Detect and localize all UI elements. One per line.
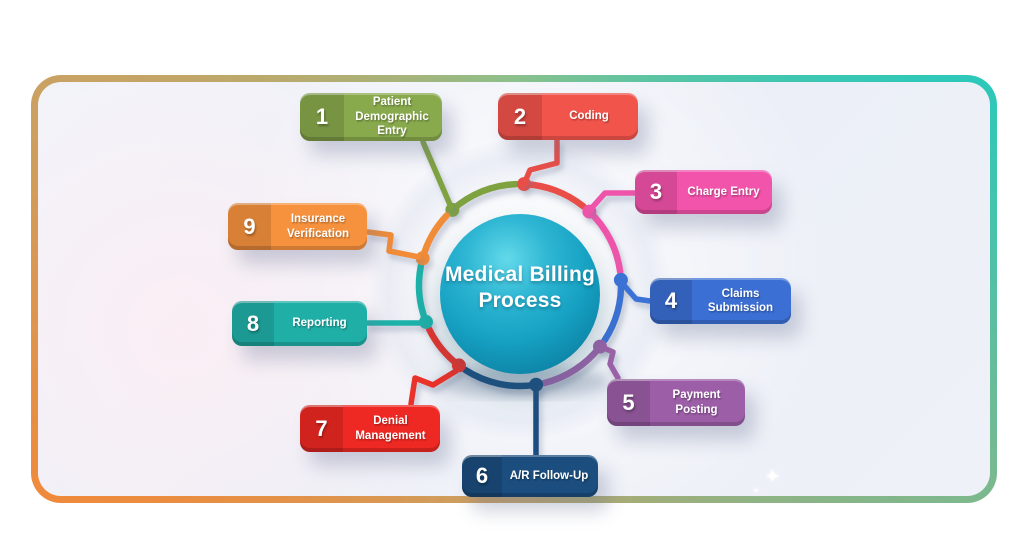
step-box-9: 9 Insurance Verification [228, 203, 367, 250]
step-number-strip: 1 [300, 93, 344, 141]
step-number-strip: 8 [232, 301, 274, 346]
connector-line-3 [586, 190, 639, 214]
step-box-3: 3 Charge Entry [635, 170, 772, 214]
step-number: 1 [315, 104, 329, 129]
step-box-6: 6 A/R Follow-Up [462, 455, 598, 497]
step-number-strip: 7 [300, 405, 343, 452]
step-number: 4 [664, 288, 678, 313]
connector-line-1 [420, 139, 454, 210]
step-label: Payment Posting [672, 389, 721, 416]
step-number-strip: 3 [635, 170, 677, 214]
step-box-4: 4 Claims Submission [650, 278, 791, 324]
step-label: Insurance Verification [287, 213, 349, 240]
step-box-1: 1 Patient Demographic Entry [300, 93, 442, 141]
step-number: 3 [649, 179, 663, 204]
step-label: Reporting [292, 317, 347, 330]
step-number: 6 [475, 463, 489, 488]
connector-line-4 [619, 280, 653, 304]
center-sphere [440, 214, 600, 374]
ring-arc-2 [520, 180, 587, 210]
sparkle-icon-small: ✦ [752, 486, 761, 497]
step-number-strip: 5 [607, 379, 650, 426]
step-label: Charge Entry [687, 185, 760, 198]
step-label: Patient Demographic Entry [355, 96, 429, 138]
step-number-strip: 2 [498, 93, 542, 140]
step-number-strip: 6 [462, 455, 502, 497]
ring-dot-8 [419, 314, 433, 329]
step-label: A/R Follow-Up [509, 469, 589, 482]
connector-line-9 [365, 229, 422, 260]
step-box-5: 5 Payment Posting [607, 379, 745, 426]
step-box-8: 8 Reporting [232, 301, 367, 346]
step-number: 5 [622, 389, 635, 415]
step-number-strip: 9 [228, 203, 271, 250]
sparkle-icon: ✦ [764, 466, 781, 488]
center-title: Medical Billing Process [444, 263, 596, 313]
ring-arc-9 [419, 212, 450, 262]
step-number: 8 [246, 310, 260, 336]
step-label: Claims Submission [707, 287, 774, 314]
step-number: 9 [243, 213, 256, 239]
step-label: Coding [569, 110, 609, 123]
step-box-7: 7 Denial Management [300, 405, 440, 452]
connector-line-2 [521, 138, 560, 187]
connector-line-5 [596, 343, 621, 381]
step-number: 7 [315, 415, 328, 441]
step-label: Denial Management [355, 415, 426, 442]
step-box-2: 2 Coding [498, 93, 638, 140]
ring-arc-1 [449, 180, 520, 214]
connector-line-7 [408, 368, 459, 407]
step-number-strip: 4 [650, 278, 692, 324]
step-number: 2 [513, 103, 527, 129]
